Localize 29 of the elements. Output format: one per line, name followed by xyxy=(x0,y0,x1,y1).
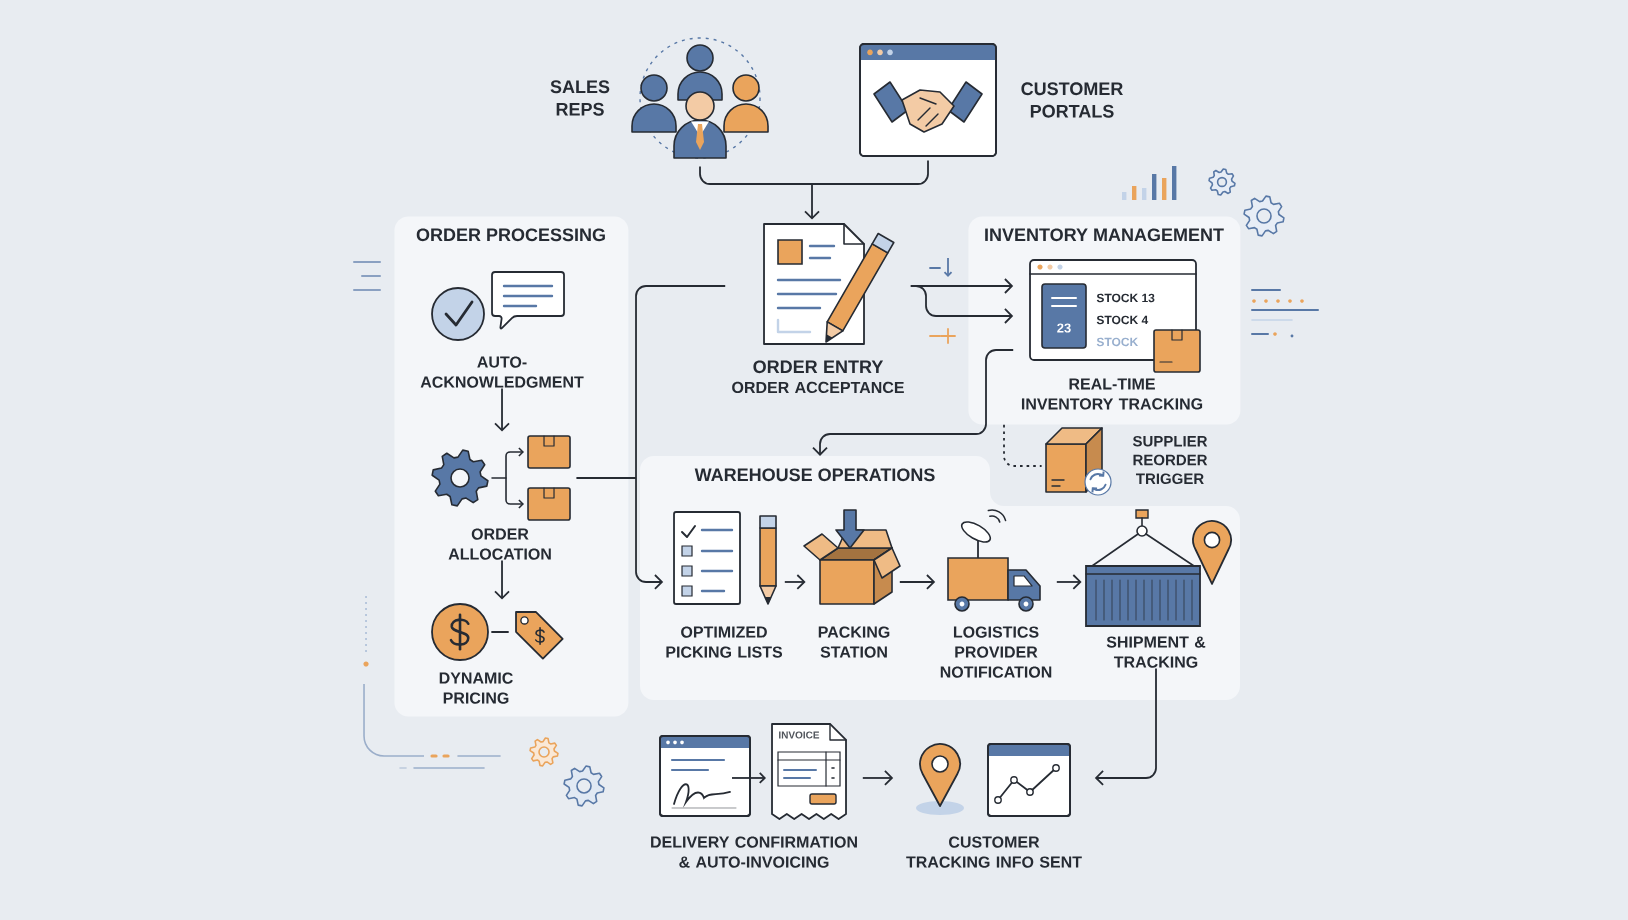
node-label: CUSTOMER PORTALS xyxy=(1021,82,1123,118)
step-label: OPTIMIZED PICKING LISTS xyxy=(666,626,783,658)
connector-line xyxy=(635,285,727,479)
step-label: DELIVERY CONFIRMATION & AUTO-INVOICING xyxy=(651,836,857,868)
step-label: ORDER ENTRY ORDER ACCEPTANCE xyxy=(732,360,904,394)
arrow xyxy=(494,559,510,600)
arrow xyxy=(812,349,1015,456)
step-label: DYNAMIC PRICING xyxy=(439,672,513,704)
arrow xyxy=(1055,574,1082,590)
connector-line xyxy=(811,159,929,185)
connector-line xyxy=(1003,423,1043,467)
step-label: LOGISTICS PROVIDER NOTIFICATION xyxy=(940,626,1052,678)
node-label: SALES REPS xyxy=(550,80,610,116)
arrow xyxy=(783,574,806,590)
connector-line xyxy=(699,165,813,185)
connector-line xyxy=(575,477,637,479)
step-label: AUTO- ACKNOWLEDGMENT xyxy=(420,356,584,388)
step-label: REAL-TIME INVENTORY TRACKING xyxy=(1021,378,1203,410)
arrow xyxy=(635,477,664,590)
step-label: ORDER ALLOCATION xyxy=(448,528,551,560)
arrow xyxy=(494,387,510,432)
step-label: CUSTOMER TRACKING INFO SENT xyxy=(906,836,1082,868)
arrow xyxy=(898,574,936,590)
arrow xyxy=(861,770,894,786)
arrow xyxy=(909,285,1014,324)
step-label: SHIPMENT & TRACKING xyxy=(1106,636,1206,668)
arrow xyxy=(1094,667,1157,786)
arrow xyxy=(804,183,820,220)
step-label: PACKING STATION xyxy=(818,626,890,658)
